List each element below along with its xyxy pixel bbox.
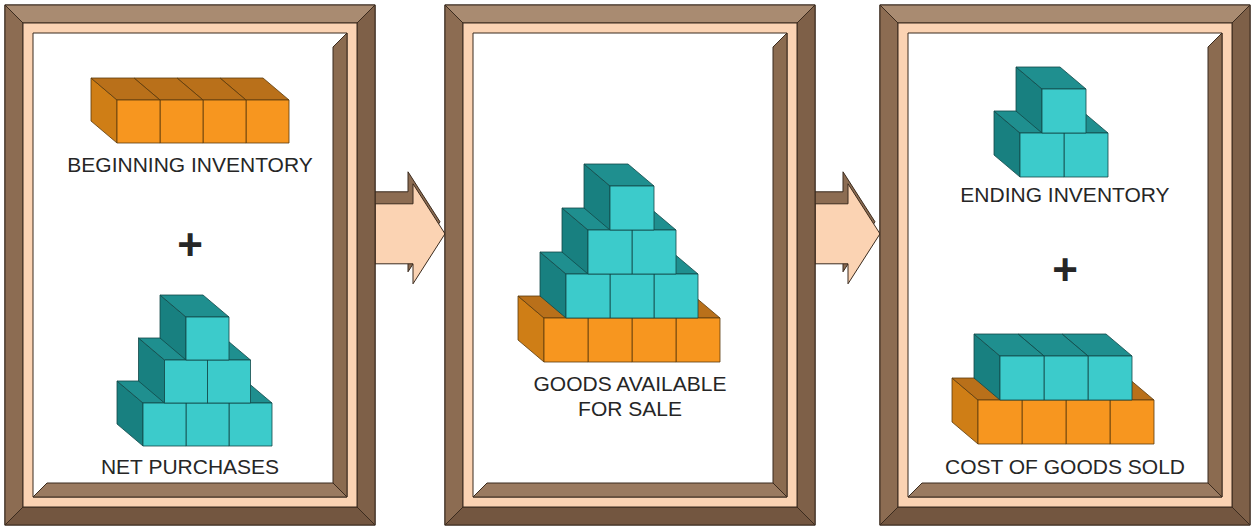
frame-inner-wall xyxy=(1208,33,1222,497)
cube-illustration xyxy=(952,67,1154,444)
cube-top xyxy=(91,78,160,100)
frame-bevel-right xyxy=(797,5,815,525)
frame-bevel-bottom xyxy=(880,507,1250,525)
cube-illustration xyxy=(518,164,720,362)
block-arrow xyxy=(370,172,445,284)
frame-bevel-left xyxy=(5,5,23,525)
arrow-face xyxy=(815,184,880,284)
frame-back-wall xyxy=(473,33,787,497)
inventory-cube xyxy=(974,334,1044,400)
cube-front xyxy=(588,230,632,274)
frame-bevel-top xyxy=(445,5,815,23)
frame-inner-floor xyxy=(908,483,1222,497)
frame-label: BEGINNING INVENTORY xyxy=(40,153,340,178)
cube-front xyxy=(203,100,246,143)
cube-front xyxy=(208,360,251,403)
frame-back-wall xyxy=(908,33,1222,497)
inventory-frame: BEGINNING INVENTORY + NET PURCHASES xyxy=(5,5,375,525)
inventory-cube xyxy=(584,164,654,230)
frame-inner-wall xyxy=(333,33,347,497)
frame-bevel-top xyxy=(5,5,375,23)
block-arrow xyxy=(810,172,880,284)
cube-front xyxy=(676,318,720,362)
cube-front xyxy=(1044,356,1088,400)
cube-front xyxy=(1022,400,1066,444)
frame-mat xyxy=(898,23,1232,507)
frame-bevel-left xyxy=(880,5,898,525)
cube-top xyxy=(974,334,1044,356)
frame-inner-floor xyxy=(473,483,787,497)
cube-front xyxy=(610,186,654,230)
cube-top xyxy=(160,295,229,317)
cube-front xyxy=(654,274,698,318)
cube-top xyxy=(584,164,654,186)
cube-front xyxy=(143,403,186,446)
frame-inner-floor xyxy=(33,483,347,497)
cube-front xyxy=(632,318,676,362)
cube-front xyxy=(978,400,1022,444)
inventory-frame: GOODS AVAILABLE FOR SALE xyxy=(445,5,815,525)
frame-outer xyxy=(5,5,375,525)
cube-illustration xyxy=(91,78,289,446)
cube-front xyxy=(588,318,632,362)
inventory-cube xyxy=(91,78,160,143)
frame-bevel-bottom xyxy=(5,507,375,525)
frame-mat xyxy=(23,23,357,507)
frame-label: GOODS AVAILABLE FOR SALE xyxy=(518,372,743,422)
cube-front xyxy=(1066,400,1110,444)
cube-front xyxy=(632,230,676,274)
frame-bevel-right xyxy=(357,5,375,525)
frame-bevel-right xyxy=(1232,5,1250,525)
frame-inner-wall xyxy=(773,33,787,497)
cube-front xyxy=(186,317,229,360)
cube-front xyxy=(186,403,229,446)
frame-bevel-left xyxy=(445,5,463,525)
frame-shape xyxy=(880,5,1250,525)
cube-front xyxy=(566,274,610,318)
plus-sign: + xyxy=(1025,244,1105,296)
frame-label: COST OF GOODS SOLD xyxy=(915,455,1215,480)
frame-label: NET PURCHASES xyxy=(40,455,340,480)
frame-bevel-top xyxy=(880,5,1250,23)
cube-front xyxy=(1000,356,1044,400)
frame-bevel-bottom xyxy=(445,507,815,525)
cube-front xyxy=(1110,400,1154,444)
inventory-cube xyxy=(1016,67,1086,133)
frame-outer xyxy=(445,5,815,525)
frame-label: ENDING INVENTORY xyxy=(915,183,1215,208)
cube-front xyxy=(1064,133,1108,177)
frame-art xyxy=(445,5,815,525)
inventory-frame: ENDING INVENTORY + COST OF GOODS SOLD xyxy=(880,5,1250,525)
frame-mat xyxy=(463,23,797,507)
cube-front xyxy=(165,360,208,403)
inventory-cube xyxy=(160,295,229,360)
arrow-face xyxy=(375,184,445,284)
frame-shape xyxy=(445,5,815,525)
cube-front xyxy=(246,100,289,143)
frame-back-wall xyxy=(33,33,347,497)
cube-front xyxy=(1020,133,1064,177)
cube-front xyxy=(160,100,203,143)
cube-front xyxy=(544,318,588,362)
cube-front xyxy=(1088,356,1132,400)
plus-sign: + xyxy=(150,219,230,271)
frame-shape xyxy=(5,5,375,525)
cube-front xyxy=(117,100,160,143)
cube-front xyxy=(229,403,272,446)
cube-top xyxy=(1016,67,1086,89)
cube-front xyxy=(610,274,654,318)
cube-front xyxy=(1042,89,1086,133)
frame-outer xyxy=(880,5,1250,525)
